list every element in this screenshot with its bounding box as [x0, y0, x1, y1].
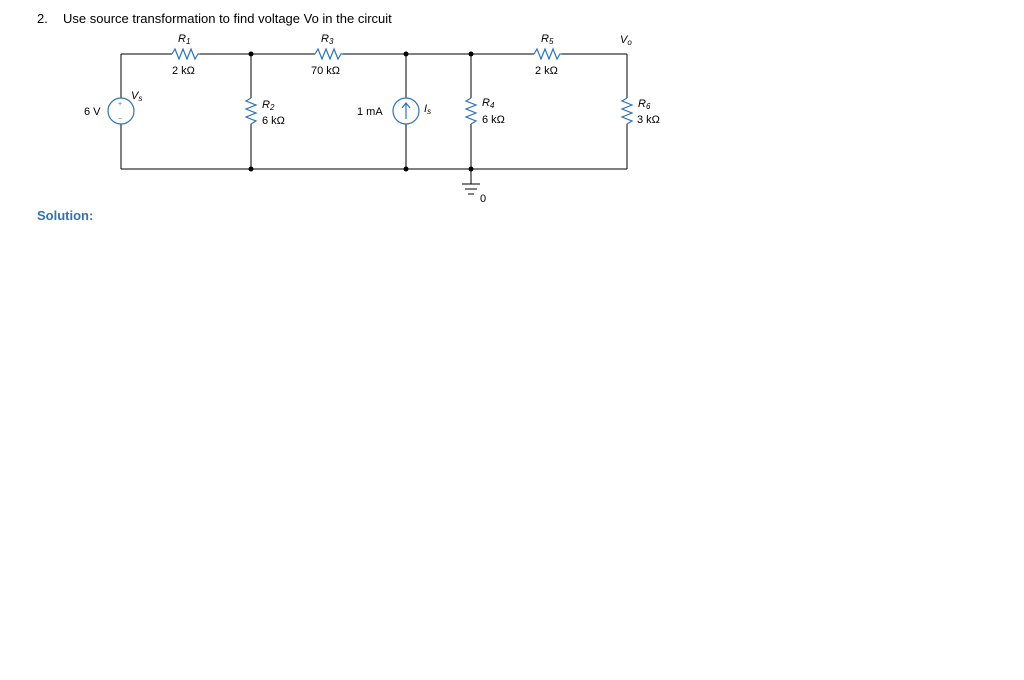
problem-number: 2.	[37, 11, 48, 26]
r6-name: R6	[638, 98, 651, 111]
voltage-source-value: 6 V	[84, 106, 101, 118]
r2-value: 6 kΩ	[262, 115, 285, 127]
voltage-source-name: Vs	[131, 90, 142, 103]
current-source: 1 mA Is	[357, 97, 431, 125]
r1-value: 2 kΩ	[172, 65, 195, 77]
resistor-r1: R1 2 kΩ	[171, 33, 200, 77]
r3-name: R3	[321, 33, 334, 46]
resistor-r4: R4 6 kΩ	[464, 97, 505, 126]
ground-icon: 0	[462, 183, 486, 205]
r5-value: 2 kΩ	[535, 65, 558, 77]
minus-sign: −	[118, 116, 122, 123]
plus-sign: +	[118, 101, 122, 108]
current-source-value: 1 mA	[357, 106, 383, 118]
resistor-r5: R5 2 kΩ	[533, 33, 562, 77]
problem-text: Use source transformation to find voltag…	[63, 11, 392, 26]
resistor-r6: R6 3 kΩ	[620, 97, 660, 126]
r4-name: R4	[482, 97, 495, 110]
circuit-wires	[120, 53, 628, 184]
ground-label: 0	[480, 193, 486, 205]
r1-name: R1	[178, 33, 190, 46]
resistor-r3: R3 70 kΩ	[311, 33, 343, 77]
r2-name: R2	[262, 99, 275, 112]
r6-value: 3 kΩ	[637, 114, 660, 126]
r3-value: 70 kΩ	[311, 65, 340, 77]
voltage-source: + − 6 V Vs	[84, 90, 142, 125]
solution-label: Solution:	[37, 208, 94, 223]
output-voltage-label: Vo	[620, 34, 632, 47]
node-dots	[248, 51, 474, 172]
r4-value: 6 kΩ	[482, 114, 505, 126]
resistor-r2: R2 6 kΩ	[244, 97, 285, 127]
current-source-name: Is	[424, 103, 431, 116]
r5-name: R5	[541, 33, 554, 46]
